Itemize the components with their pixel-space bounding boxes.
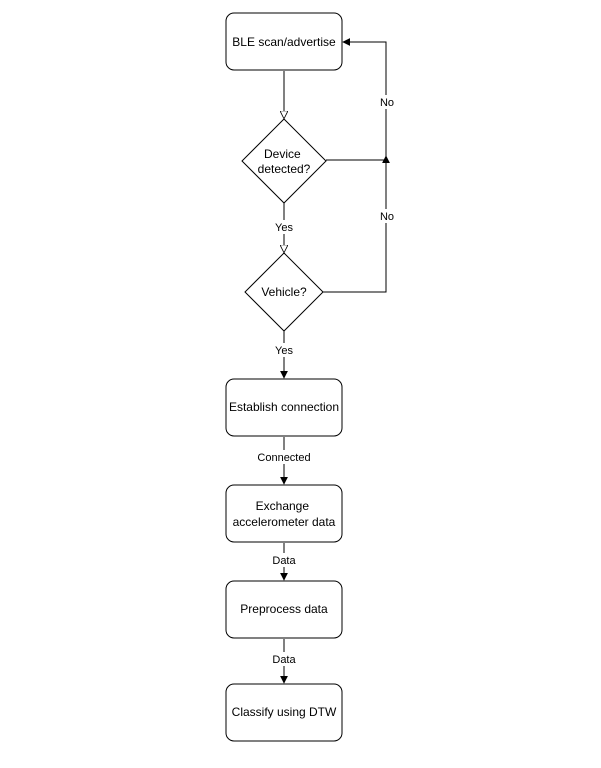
edge-label-vehicle-yes-group: Yes <box>271 343 297 357</box>
node-ble-scan: BLE scan/advertise <box>225 12 343 71</box>
node-classify-dtw-label: Classify using DTW <box>232 705 337 719</box>
node-vehicle-label: Vehicle? <box>261 285 307 299</box>
node-exchange-data: Exchange accelerometer data <box>225 484 343 543</box>
edge-label-data-2-group: Data <box>270 652 298 666</box>
node-exchange-data-line-1: Exchange <box>256 499 310 513</box>
edge-label-device-yes-group: Yes <box>271 220 297 234</box>
edge-label-connected: Connected <box>257 452 310 464</box>
edge-label-device-no-group: No <box>377 95 397 109</box>
node-vehicle: Vehicle? <box>244 252 324 332</box>
node-exchange-data-label: Exchange accelerometer data <box>233 499 336 529</box>
node-ble-scan-label: BLE scan/advertise <box>232 35 336 49</box>
edge-label-device-no: No <box>380 97 394 109</box>
node-preprocess-data: Preprocess data <box>225 580 343 639</box>
node-device-detected-line-2: detected? <box>258 162 311 176</box>
edge-label-vehicle-yes: Yes <box>275 345 293 357</box>
node-establish-connection-label: Establish connection <box>229 400 339 414</box>
node-device-detected-label: Device detected? <box>258 147 311 176</box>
edge-label-vehicle-no-group: No <box>377 209 397 223</box>
node-exchange-data-line-2: accelerometer data <box>233 515 336 529</box>
edge-label-device-yes: Yes <box>275 222 293 234</box>
edge-vehicle-no <box>323 155 390 293</box>
edge-label-data-1-group: Data <box>270 553 298 567</box>
node-preprocess-data-label: Preprocess data <box>240 602 328 616</box>
edge-label-connected-group: Connected <box>254 450 314 464</box>
node-device-detected-line-1: Device <box>264 147 301 161</box>
edge-label-data-2: Data <box>272 654 296 666</box>
edge-label-vehicle-no: No <box>380 211 394 223</box>
edge-label-data-1: Data <box>272 555 296 567</box>
node-device-detected: Device detected? <box>241 118 327 204</box>
node-classify-dtw: Classify using DTW <box>225 683 343 742</box>
node-establish-connection: Establish connection <box>225 378 343 437</box>
